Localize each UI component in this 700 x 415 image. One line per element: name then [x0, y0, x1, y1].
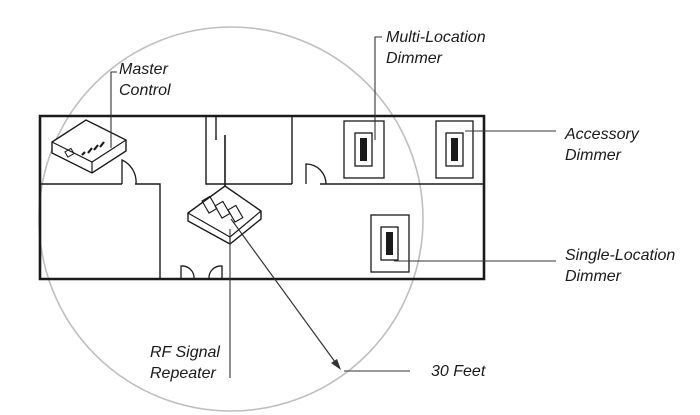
multi-location-dimmer-label: Multi-Location Dimmer: [386, 29, 486, 67]
multi-location-dimmer-device: [343, 120, 385, 179]
single-location-dimmer-device: [370, 214, 410, 273]
range-radius-arrow: [230, 218, 341, 370]
range-label: 30 Feet: [431, 363, 486, 380]
leader-lines: [110, 36, 556, 378]
accessory-dimmer-device: [435, 120, 474, 179]
master-control-label: Master Control: [119, 61, 171, 99]
leader-master-control: [110, 71, 117, 148]
single-location-dimmer-label: Single-Location Dimmer: [565, 247, 676, 285]
rf-signal-repeater-label: RF Signal Repeater: [150, 344, 220, 382]
leader-multi-location: [374, 36, 382, 140]
interior-walls: [40, 116, 484, 279]
rf-repeater-device: [187, 135, 262, 245]
outer-walls: [38, 114, 486, 281]
accessory-dimmer-label: Accessory Dimmer: [565, 126, 639, 164]
door-swings: [121, 158, 327, 280]
master-control-device: [51, 119, 127, 174]
